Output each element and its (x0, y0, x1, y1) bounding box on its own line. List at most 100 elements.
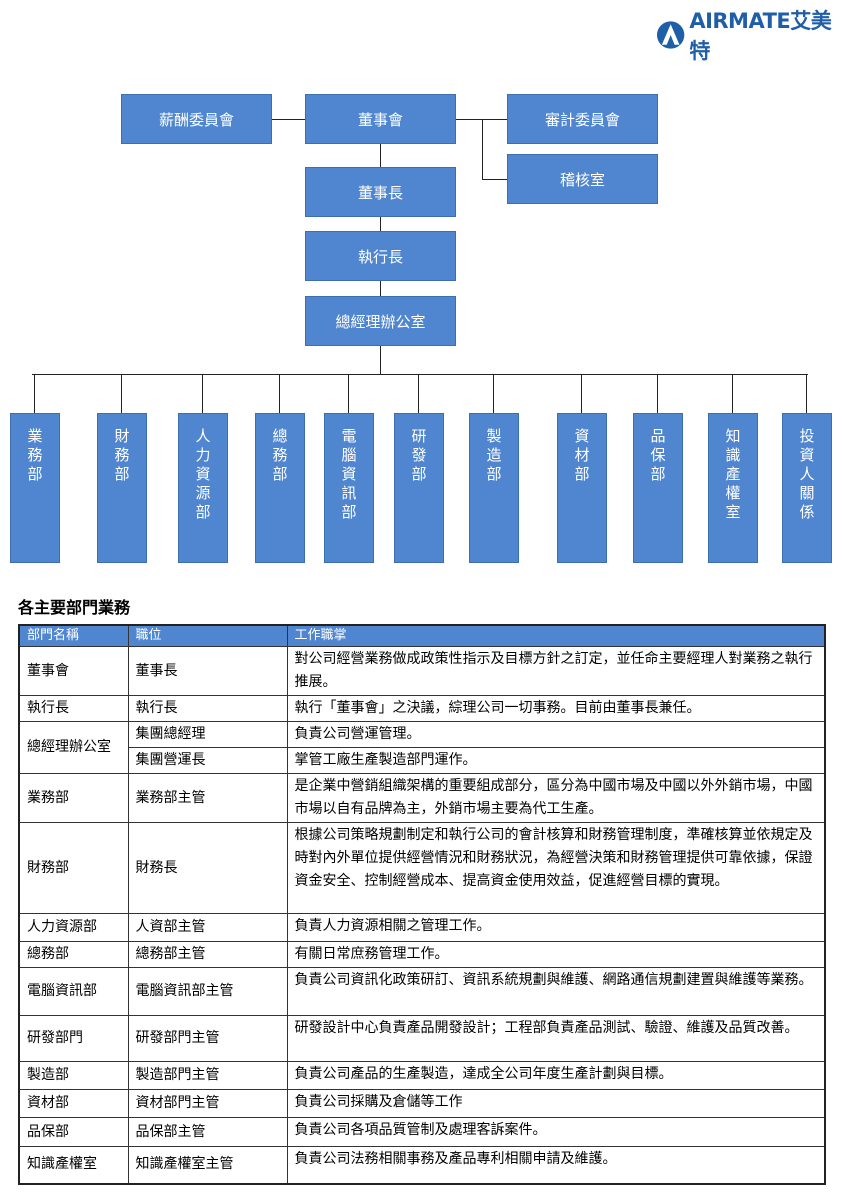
cell-position: 人資部主管 (127, 913, 288, 942)
org-label: 執行長 (357, 247, 403, 266)
connector-line (493, 374, 494, 413)
org-box-department: 品保部 (633, 413, 683, 563)
header-duty: 工作職掌 (286, 624, 826, 647)
org-label: 財務部 (112, 428, 131, 485)
org-label: 審計委員會 (544, 110, 620, 129)
table-row: 業務部業務部主管是企業中營銷組織架構的重要組成部分，區分為中國市場及中國以外外銷… (18, 773, 826, 823)
org-box-board: 董事會 (305, 94, 456, 144)
cell-position: 集團總經理 (127, 721, 288, 748)
org-box-department: 研發部 (394, 413, 444, 563)
cell-duty: 是企業中營銷組織架構的重要組成部分，區分為中國市場及中國以外外銷市場，中國市場以… (286, 773, 826, 823)
table-row: 董事會董事長對公司經營業務做成政策性指示及目標方針之訂定，並任命主要經理人對業務… (18, 646, 826, 696)
connector-line (32, 374, 808, 375)
org-box-department: 資材部 (557, 413, 607, 563)
cell-position: 資材部門主管 (127, 1089, 288, 1118)
connector-line (581, 374, 582, 413)
org-box-ceo: 執行長 (305, 231, 456, 281)
connector-line (279, 374, 280, 413)
cell-duty: 根據公司策略規劃制定和執行公司的會計核算和財務管理制度，準確核算並依規定及時對內… (286, 822, 826, 914)
connector-line (657, 374, 658, 413)
org-label: 董事長 (357, 183, 403, 202)
header-dept: 部門名稱 (18, 624, 129, 647)
cell-position: 財務長 (127, 822, 288, 914)
table-row: 知識產權室知識產權室主管負責公司法務相關事務及產品專利相關申請及維護。 (18, 1146, 826, 1184)
table-row: 資材部資材部門主管負責公司採購及倉儲等工作 (18, 1089, 826, 1118)
table-row: 製造部製造部門主管負責公司產品的生產製造，達成全公司年度生產計劃與目標。 (18, 1061, 826, 1090)
connector-line (732, 374, 733, 413)
table-header-row: 部門名稱 職位 工作職掌 (18, 624, 826, 647)
org-label: 總務部 (270, 428, 289, 485)
table-row: 集團營運長掌管工廠生產製造部門運作。 (19, 747, 826, 774)
cell-position: 執行長 (127, 695, 288, 722)
cell-dept: 研發部門 (18, 1015, 129, 1062)
org-box-audit: 審計委員會 (507, 94, 658, 144)
org-box-department: 電腦資訊部 (324, 413, 374, 563)
cell-duty: 執行「董事會」之決議，綜理公司一切事務。目前由董事長兼任。 (286, 695, 826, 722)
header-position: 職位 (127, 624, 288, 647)
airmate-logo: AIRMATE艾美特 (656, 9, 848, 63)
cell-dept: 財務部 (18, 822, 129, 914)
connector-line (272, 119, 305, 120)
org-box-department: 製造部 (469, 413, 519, 563)
org-box-gm-office: 總經理辦公室 (305, 296, 456, 346)
cell-duty: 對公司經營業務做成政策性指示及目標方針之訂定，並任命主要經理人對業務之執行推展。 (286, 646, 826, 696)
cell-dept: 人力資源部 (18, 913, 129, 942)
cell-position: 總務部主管 (127, 941, 288, 968)
table-row: 人力資源部人資部主管負責人力資源相關之管理工作。 (18, 913, 826, 942)
org-label: 業務部 (25, 428, 44, 485)
org-box-department: 人力資源部 (178, 413, 228, 563)
table-row: 研發部門研發部門主管研發設計中心負責產品開發設計；工程部負責產品測試、驗證、維護… (18, 1015, 826, 1062)
cell-duty: 負責公司營運管理。 (286, 721, 826, 748)
cell-duty: 負責公司採購及倉儲等工作 (286, 1089, 826, 1118)
cell-dept: 總經理辦公室 (18, 721, 129, 774)
table-row: 總務部總務部主管有關日常庶務管理工作。 (18, 941, 826, 968)
connector-line (121, 374, 122, 413)
department-table: 部門名稱 職位 工作職掌 董事會董事長對公司經營業務做成政策性指示及目標方針之訂… (18, 624, 826, 1185)
org-label: 知識產權室 (723, 428, 742, 523)
org-label: 資材部 (572, 428, 591, 485)
cell-duty: 有關日常庶務管理工作。 (286, 941, 826, 968)
table-row: 總經理辦公室集團總經理負責公司營運管理。 (18, 721, 826, 774)
org-box-department: 投資人關係 (782, 413, 832, 563)
section-title: 各主要部門業務 (18, 598, 131, 617)
cell-dept: 董事會 (18, 646, 129, 696)
cell-dept: 業務部 (18, 773, 129, 823)
cell-position: 品保部主管 (127, 1117, 288, 1147)
org-box-department: 總務部 (255, 413, 305, 563)
cell-position: 電腦資訊部主管 (127, 967, 288, 1016)
cell-position: 集團營運長 (127, 747, 288, 774)
cell-position: 研發部門主管 (127, 1015, 288, 1062)
cell-dept: 品保部 (18, 1117, 129, 1147)
org-box-compensation: 薪酬委員會 (121, 94, 272, 144)
connector-line (348, 374, 349, 413)
org-label: 總經理辦公室 (335, 312, 426, 331)
org-label: 投資人關係 (797, 428, 816, 523)
cell-duty: 負責人力資源相關之管理工作。 (286, 913, 826, 942)
connector-line (456, 119, 507, 120)
table-row: 品保部品保部主管負責公司各項品質管制及處理客訴案件。 (18, 1117, 826, 1147)
cell-dept: 知識產權室 (18, 1146, 129, 1184)
table-row: 電腦資訊部電腦資訊部主管負責公司資訊化政策研訂、資訊系統規劃與維護、網路通信規劃… (18, 967, 826, 1016)
org-box-department: 業務部 (10, 413, 60, 563)
org-box-internal-audit: 稽核室 (507, 154, 658, 204)
airmate-logo-icon (656, 21, 685, 49)
connector-line (418, 374, 419, 413)
org-box-department: 財務部 (97, 413, 147, 563)
org-box-chairman: 董事長 (305, 167, 456, 217)
connector-line (482, 179, 507, 180)
cell-dept: 電腦資訊部 (18, 967, 129, 1016)
cell-dept: 製造部 (18, 1061, 129, 1090)
org-label: 電腦資訊部 (339, 428, 358, 523)
connector-line (482, 119, 483, 179)
org-label: 人力資源部 (193, 428, 212, 523)
connector-line (202, 374, 203, 413)
org-label: 薪酬委員會 (158, 110, 234, 129)
cell-dept: 總務部 (18, 941, 129, 968)
cell-position: 董事長 (127, 646, 288, 696)
table-row: 執行長執行長執行「董事會」之決議，綜理公司一切事務。目前由董事長兼任。 (18, 695, 826, 722)
cell-dept: 執行長 (18, 695, 129, 722)
connector-line (806, 374, 807, 413)
cell-duty: 研發設計中心負責產品開發設計；工程部負責產品測試、驗證、維護及品質改善。 (286, 1015, 826, 1062)
org-label: 研發部 (409, 428, 428, 485)
cell-duty: 負責公司資訊化政策研訂、資訊系統規劃與維護、網路通信規劃建置與維護等業務。 (286, 967, 826, 1016)
